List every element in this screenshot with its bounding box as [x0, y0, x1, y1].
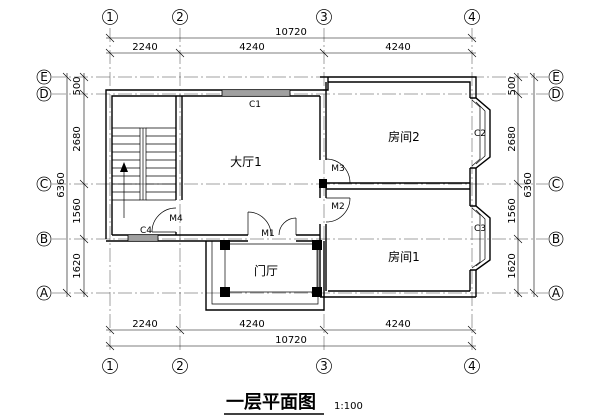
dimension-text: 10720 — [275, 27, 307, 38]
axis-label: A — [552, 286, 561, 300]
door-label: M2 — [331, 202, 345, 212]
door-m1: M1 — [247, 211, 297, 239]
axis-bubble-col-2-bottom: 2 — [172, 358, 188, 374]
axis-bubble-row-E-right: E — [548, 69, 564, 85]
axis-bubble-col-1-bottom: 1 — [102, 358, 118, 374]
door-m4: M4 — [151, 207, 183, 233]
window-label: C2 — [474, 129, 486, 139]
staircase — [112, 127, 176, 218]
dimension-text: 6360 — [523, 172, 534, 197]
dimension-text: 1620 — [72, 253, 83, 278]
axis-bubble-row-D-right: D — [548, 86, 564, 102]
porch-column — [220, 240, 230, 250]
door-label: M4 — [169, 214, 183, 224]
dimension-text: 2680 — [507, 126, 518, 151]
room-label-room1: 房间1 — [388, 249, 420, 264]
stair-up-arrow-icon — [120, 162, 128, 218]
porch-column — [312, 240, 322, 250]
window-c3-bay: C3 — [470, 205, 491, 271]
window-c2-bay: C2 — [470, 97, 491, 169]
room-label-room2: 房间2 — [388, 129, 420, 144]
exterior-walls — [105, 76, 477, 298]
axis-bubble-row-C-left: C — [36, 176, 52, 192]
dimension-text: 10720 — [275, 335, 307, 346]
axis-label: A — [40, 286, 49, 300]
dimension-text: 500 — [72, 76, 83, 95]
drawing-title-block: 一层平面图 1:100 — [224, 392, 363, 415]
axis-label: E — [40, 70, 48, 84]
axis-label: 2 — [176, 10, 184, 24]
dimension-text: 1560 — [507, 198, 518, 223]
dimension-text: 500 — [507, 76, 518, 95]
drawing-title: 一层平面图 — [226, 392, 316, 413]
axis-label: D — [551, 87, 560, 101]
dimension-text: 6360 — [56, 172, 67, 197]
axis-label: E — [552, 70, 560, 84]
axis-bubble-row-C-right: C — [548, 176, 564, 192]
dimension-bottom: 2240 4240 4240 10720 — [105, 319, 477, 351]
axis-bubble-row-B-left: B — [36, 231, 52, 247]
dimension-text: 4240 — [385, 42, 410, 53]
axis-label: 4 — [468, 359, 476, 373]
axis-label: 1 — [106, 10, 114, 24]
axis-bubble-row-B-right: B — [548, 231, 564, 247]
porch-column — [312, 287, 322, 297]
dimension-top: 10720 2240 4240 4240 — [105, 27, 477, 58]
dimension-right: 500 2680 1560 1620 6360 — [507, 72, 539, 298]
axis-bubble-col-1-top: 1 — [102, 9, 118, 25]
door-m3: M3 — [325, 158, 351, 184]
window-label: C1 — [249, 100, 261, 110]
dimension-text: 2240 — [132, 42, 157, 53]
axis-label: 3 — [320, 359, 328, 373]
axis-label: 4 — [468, 10, 476, 24]
window-label: C3 — [474, 224, 486, 234]
axis-label: C — [552, 177, 560, 191]
axis-bubble-col-4-top: 4 — [464, 9, 480, 25]
dimension-text: 4240 — [385, 319, 410, 330]
dimension-text: 4240 — [239, 319, 264, 330]
axis-label: 1 — [106, 359, 114, 373]
axis-bubble-col-4-bottom: 4 — [464, 358, 480, 374]
stair-treads — [112, 127, 176, 201]
axis-label: B — [552, 232, 560, 246]
dimension-text: 4240 — [239, 42, 264, 53]
axis-label: C — [40, 177, 48, 191]
axis-bubble-row-A-left: A — [36, 285, 52, 301]
dimension-text: 2240 — [132, 319, 157, 330]
axis-bubble-row-D-left: D — [36, 86, 52, 102]
axis-label: D — [39, 87, 48, 101]
axis-bubble-row-E-left: E — [36, 69, 52, 85]
window-c1: C1 — [221, 89, 291, 110]
dimension-text: 1560 — [72, 198, 83, 223]
interior-walls — [175, 82, 470, 297]
dimension-text: 2680 — [72, 126, 83, 151]
window-label: C4 — [140, 226, 152, 236]
door-m2: M2 — [325, 197, 351, 223]
axis-bubble-row-A-right: A — [548, 285, 564, 301]
window-c4: C4 — [127, 226, 159, 242]
dimension-left: 500 2680 1560 1620 6360 — [56, 72, 89, 298]
room-label-hall: 大厅1 — [230, 155, 262, 169]
axis-label: B — [40, 232, 48, 246]
axis-bubble-col-2-top: 2 — [172, 9, 188, 25]
door-label: M3 — [331, 164, 345, 174]
axis-label: 3 — [320, 10, 328, 24]
dimension-text: 1620 — [507, 253, 518, 278]
door-label: M1 — [261, 229, 275, 239]
porch — [205, 240, 325, 311]
axis-label: 2 — [176, 359, 184, 373]
axis-bubble-col-3-bottom: 3 — [316, 358, 332, 374]
room-label-porch: 门厅 — [254, 263, 278, 278]
porch-column — [220, 287, 230, 297]
axis-bubble-col-3-top: 3 — [316, 9, 332, 25]
drawing-scale: 1:100 — [334, 401, 363, 412]
